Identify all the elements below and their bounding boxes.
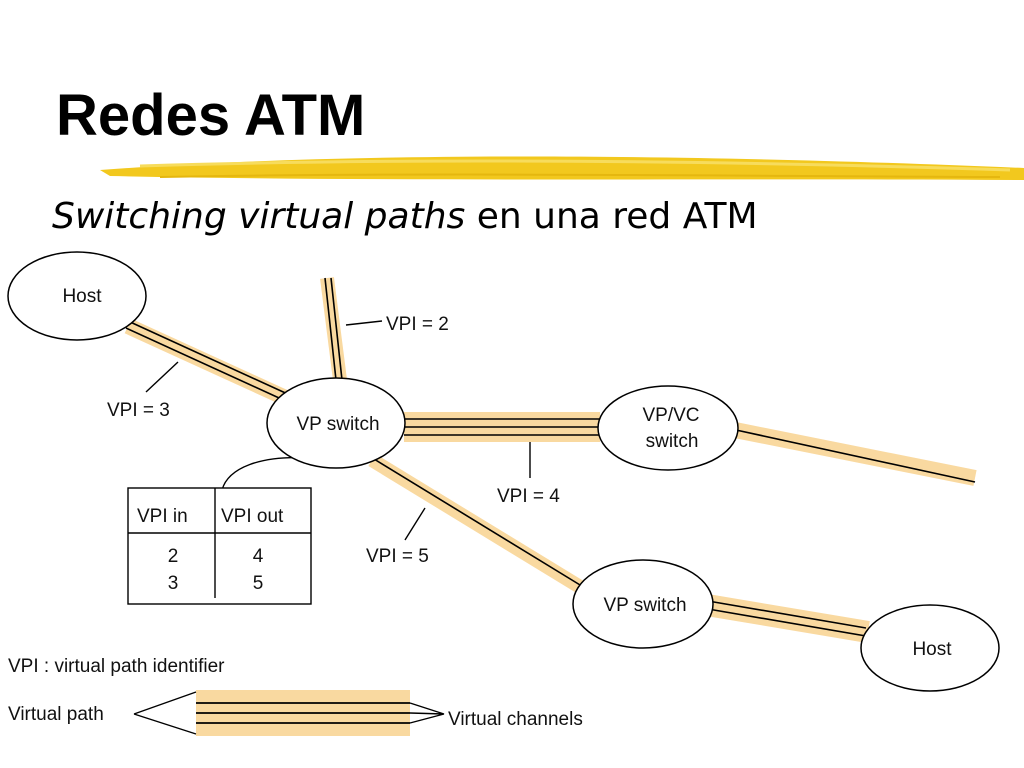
node-host-bottom: Host xyxy=(860,604,1000,692)
slide-title: Redes ATM xyxy=(56,83,366,148)
label-vpi5: VPI = 5 xyxy=(366,546,429,567)
subtitle-rest: en una red ATM xyxy=(465,196,758,237)
table-cell: 5 xyxy=(253,573,264,594)
table-cell: 4 xyxy=(253,546,264,567)
node-vpvc-switch: VP/VC switch xyxy=(597,385,739,471)
table-cell: 2 xyxy=(168,546,179,567)
title-underline-brush xyxy=(100,156,1024,180)
legend-virtual-path-sample xyxy=(133,690,445,736)
path-vpi5 xyxy=(368,454,589,596)
node-vp-switch-2: VP switch xyxy=(572,559,714,649)
legend-virtual-path-label: Virtual path xyxy=(8,704,104,725)
table-header-vpi-in: VPI in xyxy=(137,506,188,527)
label-vpi2: VPI = 2 xyxy=(386,314,449,335)
legend-vpi-definition: VPI : virtual path identifier xyxy=(8,656,225,677)
svg-text:Host: Host xyxy=(62,286,102,307)
legend-virtual-channels-label: Virtual channels xyxy=(448,709,583,730)
vpi-routing-table: VPI in VPI out 2 4 3 5 xyxy=(127,487,312,605)
table-cell: 3 xyxy=(168,573,179,594)
svg-text:switch: switch xyxy=(646,431,699,452)
path-vpi2 xyxy=(320,277,347,381)
label-vpi3: VPI = 3 xyxy=(107,400,170,421)
svg-text:VP/VC: VP/VC xyxy=(642,405,699,426)
label-vpi4: VPI = 4 xyxy=(497,486,560,507)
subtitle-italic: Switching virtual paths xyxy=(52,196,466,237)
svg-text:VP switch: VP switch xyxy=(296,414,379,435)
svg-text:Host: Host xyxy=(912,639,952,660)
node-host-top: Host xyxy=(7,251,147,341)
table-header-vpi-out: VPI out xyxy=(221,506,284,527)
path-vpswitch2-to-host xyxy=(705,594,870,643)
svg-text:VP switch: VP switch xyxy=(603,595,686,616)
node-vp-switch-1: VP switch xyxy=(266,377,406,469)
slide-subtitle: Switching virtual paths en una red ATM xyxy=(52,196,758,237)
virtual-channel-lines xyxy=(125,277,976,637)
path-host-to-vpswitch xyxy=(124,318,294,408)
